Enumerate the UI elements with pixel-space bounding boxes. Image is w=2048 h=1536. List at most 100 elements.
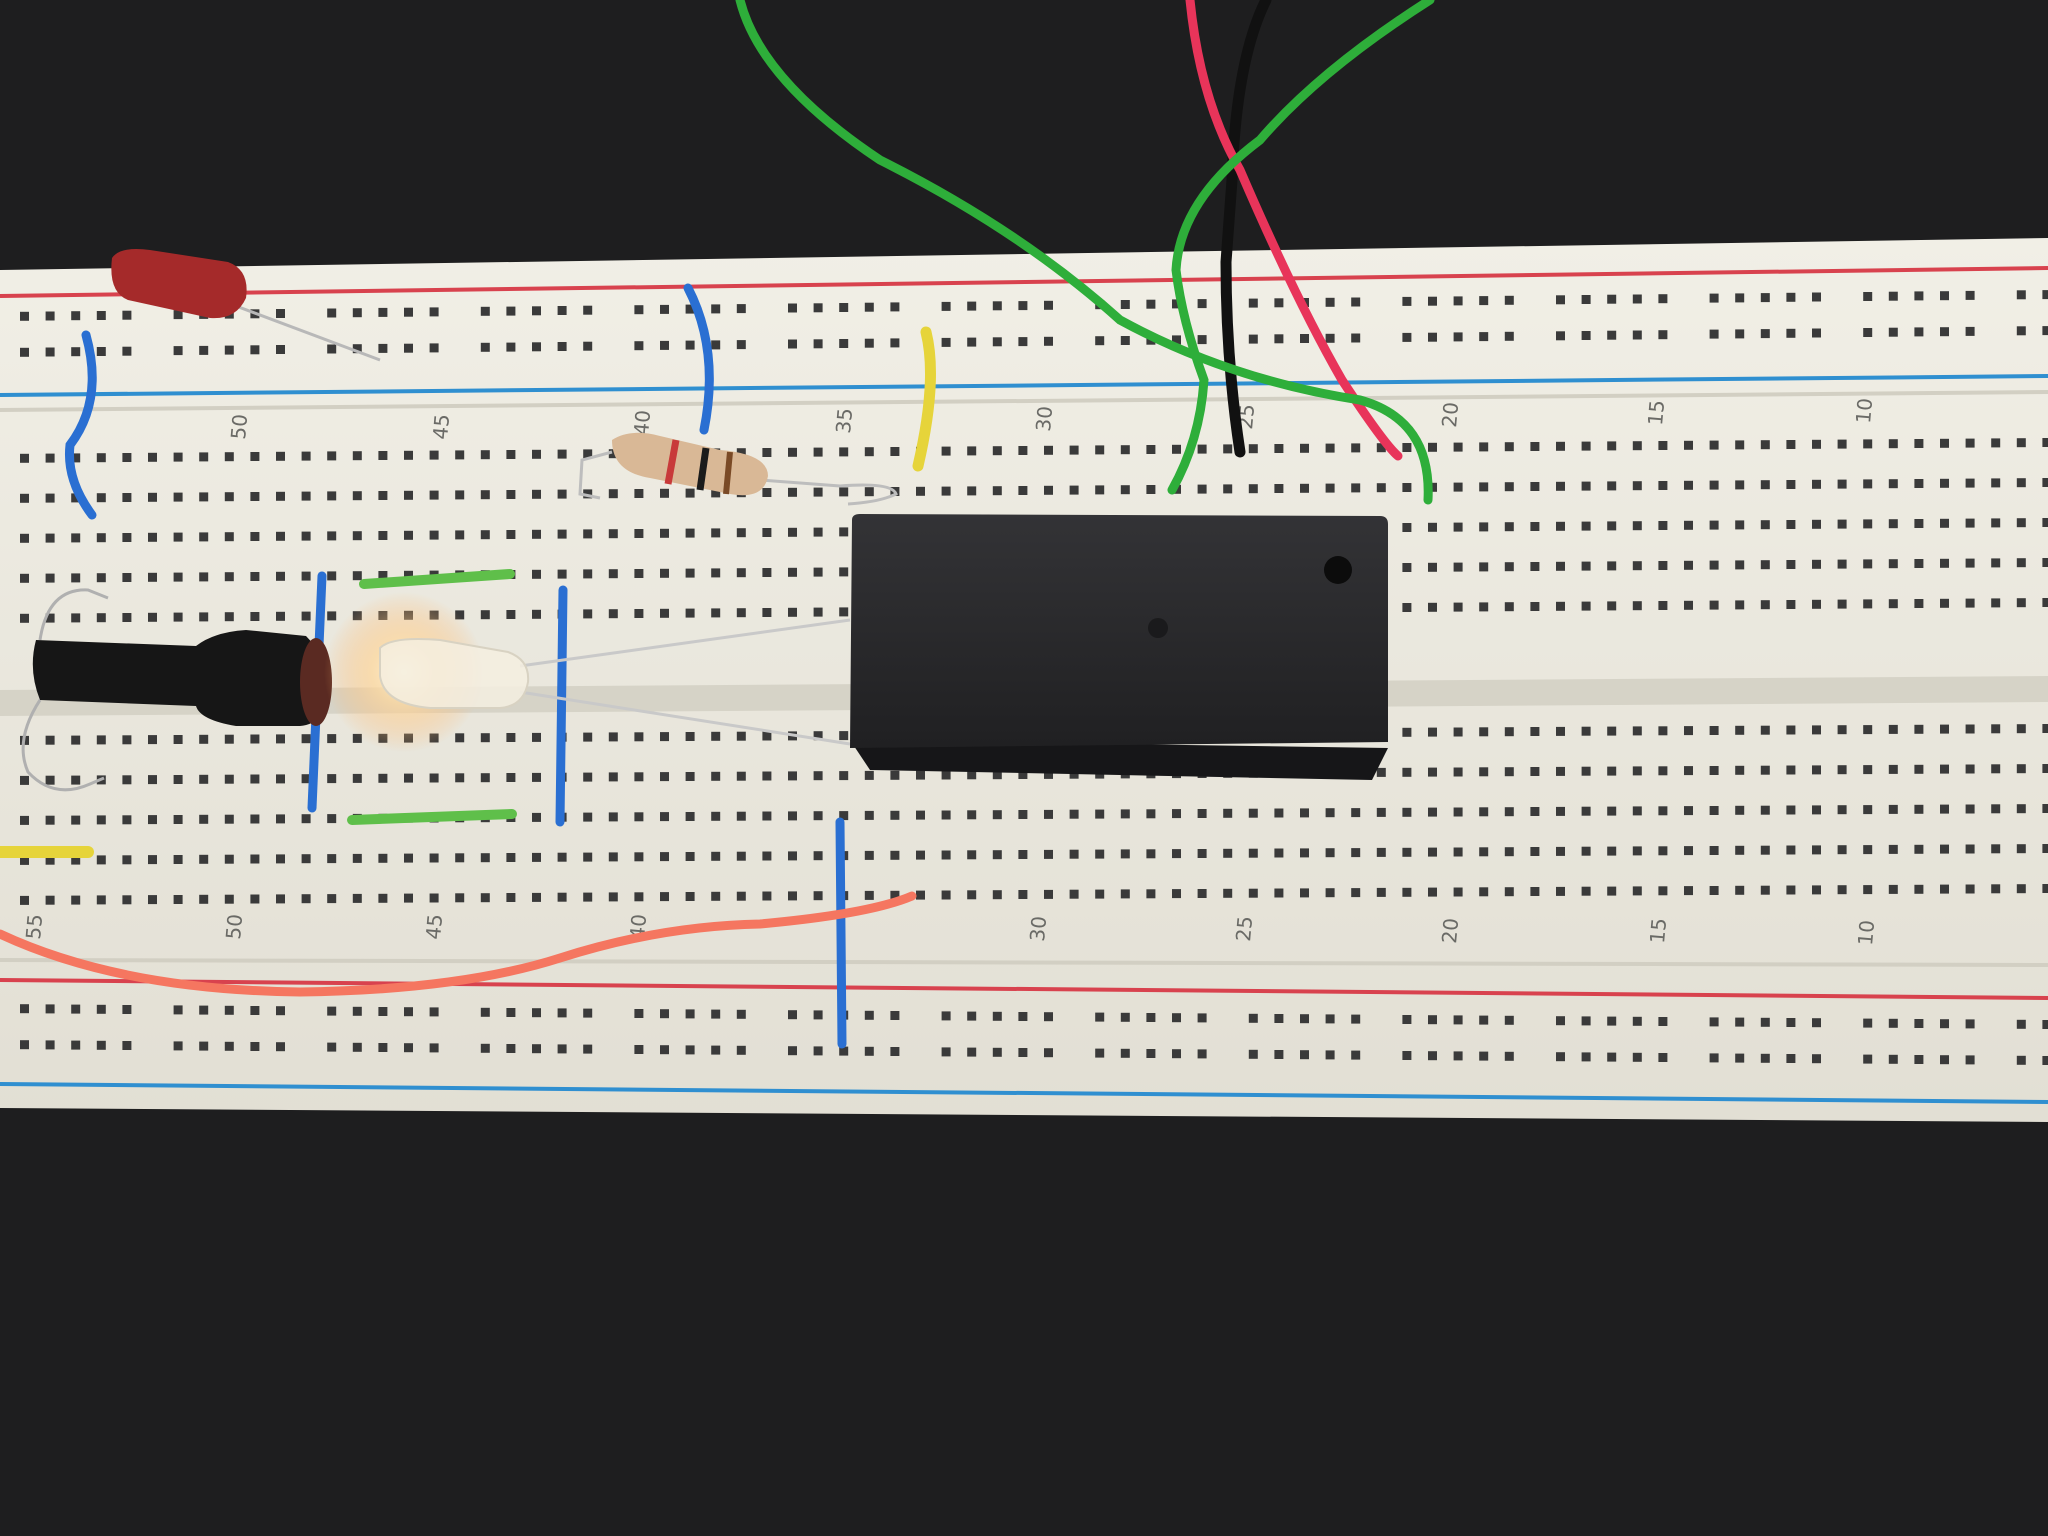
breadboard-hole — [1709, 600, 1719, 610]
breadboard-hole — [1351, 443, 1361, 453]
breadboard-hole — [992, 770, 1002, 780]
breadboard-hole — [1479, 887, 1489, 897]
breadboard-hole — [327, 894, 337, 904]
breadboard-hole — [1120, 809, 1130, 819]
breadboard-hole — [1991, 518, 2001, 528]
bottom-number: 30 — [1025, 915, 1051, 942]
breadboard-hole — [1684, 560, 1693, 570]
breadboard-hole — [1197, 335, 1207, 345]
breadboard-hole — [429, 1007, 439, 1017]
top-rail-edge — [0, 390, 2048, 412]
breadboard-hole — [45, 493, 55, 503]
breadboard-hole — [1991, 764, 2001, 774]
breadboard-hole — [1018, 446, 1028, 455]
breadboard-hole — [1428, 847, 1437, 857]
breadboard-hole — [634, 341, 644, 351]
breadboard-hole — [1274, 484, 1284, 493]
breadboard-hole — [1479, 1015, 1489, 1025]
breadboard-hole — [173, 775, 183, 784]
breadboard-hole — [608, 609, 618, 619]
resistor — [578, 432, 898, 506]
breadboard-hole — [1735, 520, 1745, 530]
breadboard-hole — [276, 1042, 285, 1052]
breadboard-hole — [788, 891, 797, 901]
breadboard-hole — [1965, 598, 1975, 608]
breadboard-hole — [916, 850, 925, 860]
breadboard-hole — [404, 490, 413, 500]
breadboard-hole — [608, 732, 618, 742]
led-icon — [379, 638, 530, 709]
breadboard-hole — [813, 811, 823, 821]
breadboard-hole — [1863, 439, 1873, 449]
breadboard-hole — [2016, 518, 2026, 528]
breadboard-hole — [1120, 300, 1130, 309]
breadboard-hole — [148, 532, 157, 542]
blue-jumper-top-left — [64, 330, 97, 520]
breadboard-hole — [480, 773, 490, 783]
breadboard-hole — [250, 452, 260, 461]
breadboard-hole — [1479, 482, 1489, 492]
breadboard-hole — [2042, 1056, 2048, 1065]
breadboard-hole — [736, 568, 746, 578]
breadboard-hole — [1914, 844, 1924, 854]
breadboard-hole — [660, 732, 669, 742]
breadboard-hole — [2042, 1020, 2048, 1029]
breadboard-hole — [762, 448, 772, 457]
breadboard-hole — [301, 894, 311, 904]
breadboard-hole — [1146, 445, 1156, 454]
breadboard-hole — [1632, 1052, 1642, 1062]
breadboard-hole — [1556, 886, 1565, 896]
breadboard-hole — [429, 773, 439, 783]
breadboard-hole — [1658, 726, 1668, 736]
breadboard-hole — [224, 345, 234, 355]
breadboard-hole — [122, 815, 132, 825]
breadboard-hole — [1760, 805, 1770, 815]
breadboard-hole — [1965, 764, 1975, 774]
breadboard-hole — [45, 815, 55, 825]
breadboard-hole — [1044, 445, 1053, 455]
breadboard-hole — [352, 893, 362, 903]
breadboard-hole — [1735, 1053, 1745, 1063]
breadboard-hole — [1607, 601, 1617, 611]
breadboard-hole — [71, 493, 81, 503]
breadboard-hole — [404, 530, 413, 540]
breadboard-hole — [506, 450, 516, 459]
breadboard-hole — [1965, 844, 1975, 854]
breadboard-hole — [1479, 727, 1489, 737]
breadboard-hole — [2042, 724, 2048, 733]
led-lead-lower — [519, 690, 851, 746]
breadboard-hole — [1376, 483, 1386, 493]
breadboard-hole — [1402, 296, 1412, 306]
breadboard-hole — [1914, 479, 1924, 488]
capacitor — [111, 249, 381, 362]
breadboard-hole — [890, 890, 900, 900]
breadboard-hole — [890, 810, 900, 820]
breadboard-hole — [1581, 886, 1591, 896]
breadboard-hole — [1863, 885, 1873, 895]
inductor-icon — [32, 630, 331, 726]
breadboard-hole — [1735, 440, 1745, 450]
breadboard-hole — [557, 852, 567, 862]
red-wire — [1185, 0, 1403, 461]
breadboard-hole — [864, 890, 874, 900]
breadboard-hole — [20, 855, 29, 865]
breadboard-hole — [1965, 290, 1975, 300]
breadboard-hole — [327, 571, 337, 581]
breadboard-hole — [2016, 438, 2026, 448]
breadboard-hole — [1607, 294, 1617, 304]
breadboard-hole — [276, 734, 285, 744]
breadboard-hole — [224, 452, 234, 462]
breadboard-hole — [1556, 331, 1565, 341]
breadboard-hole — [1120, 485, 1130, 495]
breadboard-hole — [1914, 804, 1924, 814]
breadboard-hole — [1607, 521, 1617, 531]
breadboard-hole — [1402, 1051, 1412, 1060]
breadboard-hole — [557, 1008, 567, 1018]
breadboard-hole — [736, 811, 746, 821]
breadboard-hole — [1632, 601, 1642, 611]
breadboard-hole — [1684, 806, 1693, 816]
bottom-blue-rail-line — [0, 1082, 2048, 1104]
breadboard-hole — [1632, 886, 1642, 896]
breadboard-hole — [1888, 327, 1898, 337]
breadboard-hole — [1940, 558, 1949, 568]
